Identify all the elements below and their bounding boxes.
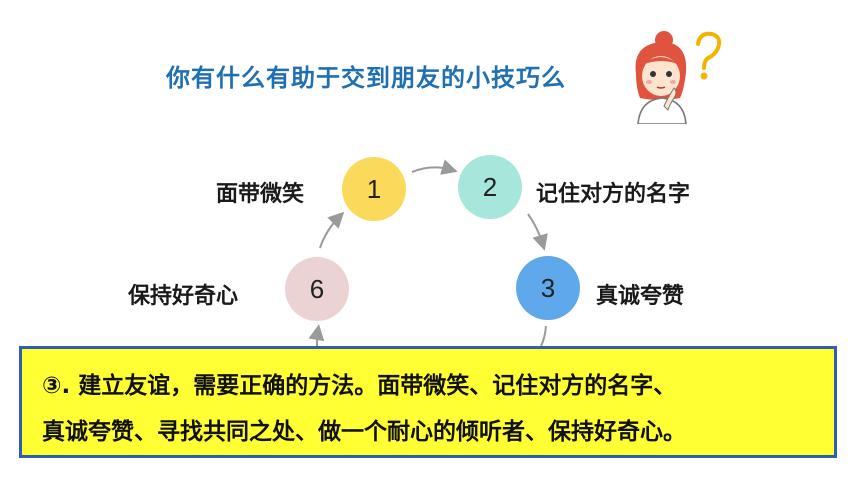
- thinking-girl-icon: [635, 31, 722, 124]
- step-number-1: 1: [366, 173, 382, 204]
- step-label-1: 面带微笑: [216, 182, 305, 207]
- step-label-3: 真诚夸赞: [596, 284, 685, 309]
- step-circle-2: 2: [458, 155, 522, 219]
- step-number-6: 6: [309, 273, 325, 304]
- step-number-3: 3: [540, 272, 556, 303]
- step-circle-3: 3: [516, 256, 580, 320]
- step-number-2: 2: [482, 171, 498, 202]
- arrow-up-to-6: [308, 324, 325, 347]
- arrow-2-to-3: [527, 213, 548, 251]
- summary-line-2: 真诚夸赞、寻找共同之处、做一个耐心的倾听者、保持好奇心。: [42, 419, 686, 445]
- summary-box: ③. 建立友谊，需要正确的方法。面带微笑、记住对方的名字、 真诚夸赞、寻找共同之…: [19, 346, 837, 458]
- step-circle-6: 6: [285, 257, 349, 321]
- arrow-6-to-1: [319, 211, 345, 249]
- step-label-6: 保持好奇心: [128, 284, 239, 309]
- page-title: 你有什么有助于交到朋友的小技巧么: [166, 64, 566, 92]
- summary-line-1: ③. 建立友谊，需要正确的方法。面带微笑、记住对方的名字、: [42, 373, 677, 399]
- step-circle-1: 1: [342, 157, 406, 221]
- arrow-3-down: [540, 325, 547, 347]
- arrow-1-to-2: [411, 159, 458, 175]
- step-label-2: 记住对方的名字: [536, 182, 691, 207]
